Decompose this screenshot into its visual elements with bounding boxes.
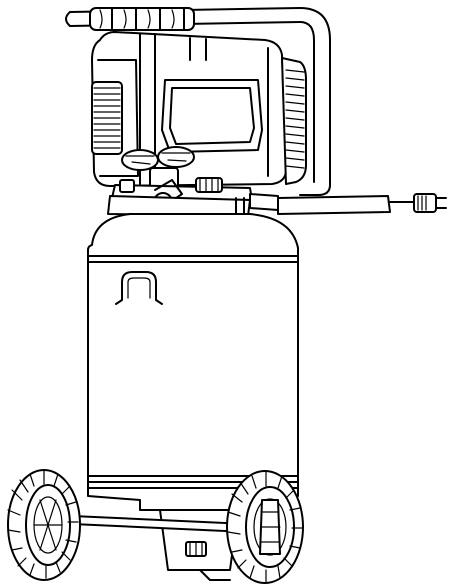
right-cooling-fins [281,57,307,185]
left-cooling-fins [91,81,123,155]
left-wheel [7,469,81,581]
top-handle [65,7,331,196]
air-tank [87,213,299,489]
power-cord [249,193,447,215]
right-wheel [226,470,304,584]
motor-shroud [91,31,287,187]
pressure-regulator-knobs [121,146,195,191]
